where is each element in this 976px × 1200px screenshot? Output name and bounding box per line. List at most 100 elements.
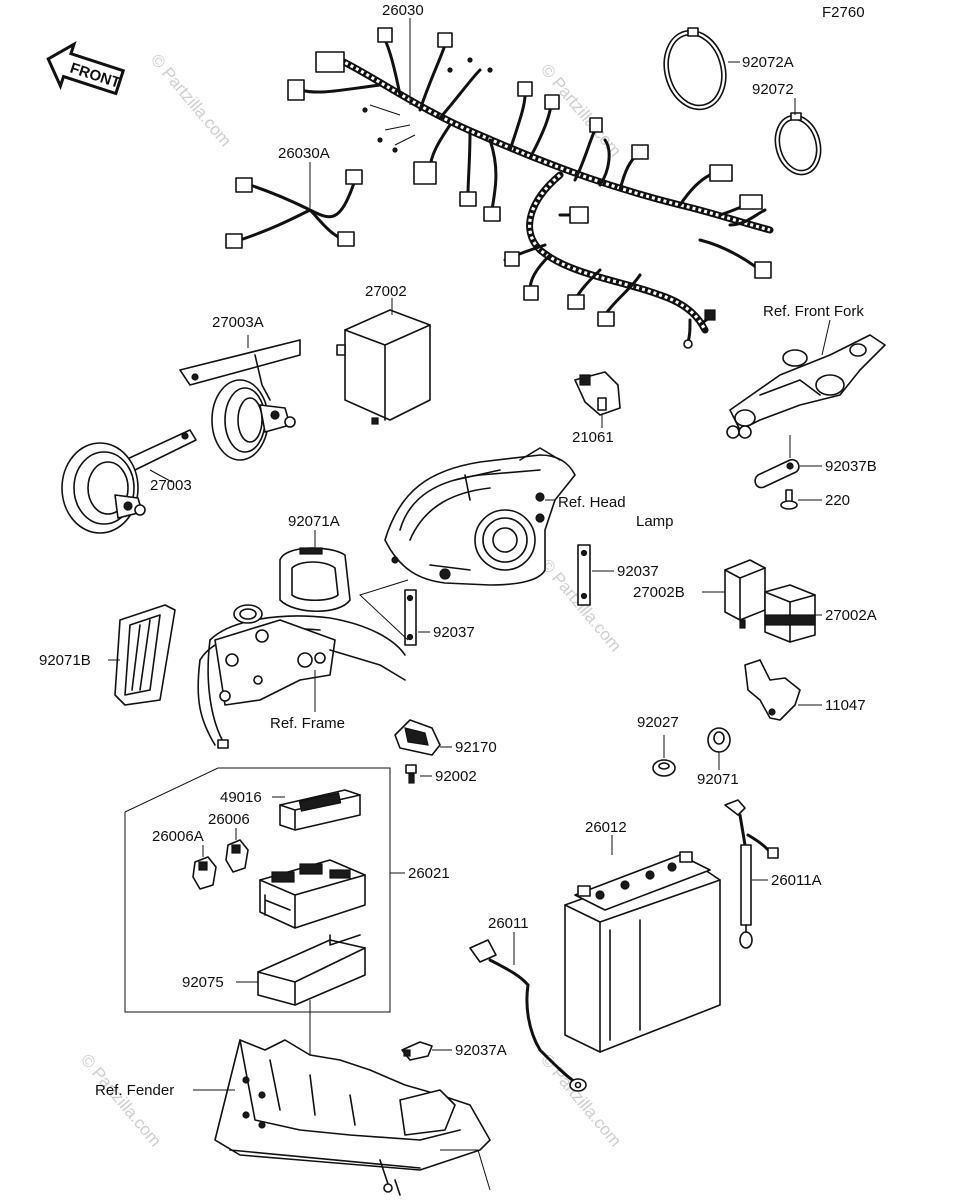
battery-lead-26011A: [724, 799, 779, 949]
label-26011A: 26011A: [771, 872, 822, 889]
label-220: 220: [825, 492, 850, 509]
label-27003A: 27003A: [212, 314, 264, 331]
watermark: © Partzilla.com: [147, 50, 235, 150]
grommet-92071A: [279, 547, 351, 613]
front-arrow-icon: FRONT: [46, 40, 126, 96]
connector-icon: [567, 294, 585, 310]
connector-icon: [315, 51, 345, 73]
connector-icon: [483, 206, 501, 222]
label-49016: 49016: [220, 789, 262, 806]
connector-icon: [739, 194, 763, 210]
switch-21061: [574, 371, 621, 416]
label-92072A: 92072A: [742, 54, 794, 71]
clip-92037A: [401, 1041, 433, 1061]
strap-92037-left: [404, 589, 417, 646]
relay-unit-27002: [336, 309, 431, 425]
sub-harness-26030A: [225, 169, 363, 249]
clamp-band-92072: [774, 112, 822, 176]
connector-icon: [377, 27, 393, 43]
bracket-11047: [744, 659, 801, 721]
strap-92037-right: [577, 544, 591, 606]
battery-lead-26011: [469, 939, 587, 1092]
connector-icon: [544, 94, 560, 110]
label-26021: 26021: [408, 865, 450, 882]
rear-fender: [214, 1039, 491, 1196]
clamp-band-92072A: [663, 27, 727, 111]
fuse-26006A: [192, 856, 217, 890]
label-26006A: 26006A: [152, 828, 204, 845]
connector-icon: [597, 311, 615, 327]
label-26011: 26011: [488, 915, 529, 932]
connector-icon: [631, 144, 649, 160]
diagram-code: F2760: [822, 4, 865, 21]
head-lamp-housing: [384, 447, 576, 586]
bracket-92170: [394, 719, 441, 756]
fuse-box-26021: [259, 859, 366, 929]
bolt-92002: [405, 764, 417, 784]
label-92002: 92002: [435, 768, 477, 785]
label-92027: 92027: [637, 714, 679, 731]
connector-icon: [437, 32, 453, 48]
connector-icon: [523, 285, 539, 301]
label-27002B: 27002B: [633, 584, 685, 601]
label-26012: 26012: [585, 819, 627, 836]
fuse-box-cover-49016: [279, 789, 361, 831]
connector-icon: [413, 161, 437, 185]
label-92037A: 92037A: [455, 1042, 507, 1059]
horn-27003A: [179, 339, 301, 461]
connector-icon: [337, 231, 355, 247]
leader-line: [149, 469, 173, 483]
strap-92037B: [754, 458, 800, 489]
relay-27002A: [764, 584, 816, 643]
horn-27003: [61, 429, 197, 534]
label-26030A: 26030A: [278, 145, 330, 162]
label-ref-head: Ref. Head: [558, 494, 626, 511]
group-outline: [124, 767, 391, 1013]
relay-27002B: [724, 559, 766, 629]
watermark: © Partzilla.com: [537, 1050, 625, 1150]
watermarks: © Partzilla.com © Partzilla.com © Partzi…: [77, 50, 625, 1150]
label-ref-lamp: Lamp: [636, 513, 674, 530]
label-92170: 92170: [455, 739, 497, 756]
grommet-92027: [652, 759, 676, 777]
label-92075: 92075: [182, 974, 224, 991]
label-92037-left: 92037: [433, 624, 475, 641]
label-ref-frame: Ref. Frame: [270, 715, 345, 732]
label-ref-front-fork: Ref. Front Fork: [763, 303, 864, 320]
connector-icon: [569, 206, 589, 224]
connector-icon: [345, 169, 363, 185]
label-21061: 21061: [572, 429, 614, 446]
connector-icon: [504, 251, 520, 267]
label-27002: 27002: [365, 283, 407, 300]
label-27003: 27003: [150, 477, 192, 494]
fuse-box-tray-92075: [257, 934, 366, 1006]
cover-92071B: [114, 604, 176, 706]
connector-icon: [589, 117, 603, 133]
leader-line: [359, 579, 430, 641]
leader-line: [821, 319, 831, 356]
connector-icon: [235, 177, 253, 193]
battery-26012: [564, 851, 721, 1053]
connector-icon: [754, 261, 772, 279]
connector-icon: [709, 164, 733, 182]
label-92037-right: 92037: [617, 563, 659, 580]
label-92071A: 92071A: [288, 513, 340, 530]
label-11047: 11047: [825, 697, 866, 714]
connector-icon: [704, 309, 716, 321]
label-27002A: 27002A: [825, 607, 877, 624]
connector-icon: [225, 233, 243, 249]
label-92072: 92072: [752, 81, 794, 98]
label-26006: 26006: [208, 811, 250, 828]
label-ref-fender: Ref. Fender: [95, 1082, 174, 1099]
label-26030: 26030: [382, 2, 424, 19]
fuse-26006: [225, 839, 249, 873]
front-fork-bracket: [726, 334, 886, 439]
screw-220: [780, 489, 798, 510]
frame-section: [197, 604, 406, 749]
label-92071: 92071: [697, 771, 739, 788]
label-92071B: 92071B: [39, 652, 91, 669]
label-92037B: 92037B: [825, 458, 877, 475]
connector-icon: [287, 79, 305, 101]
